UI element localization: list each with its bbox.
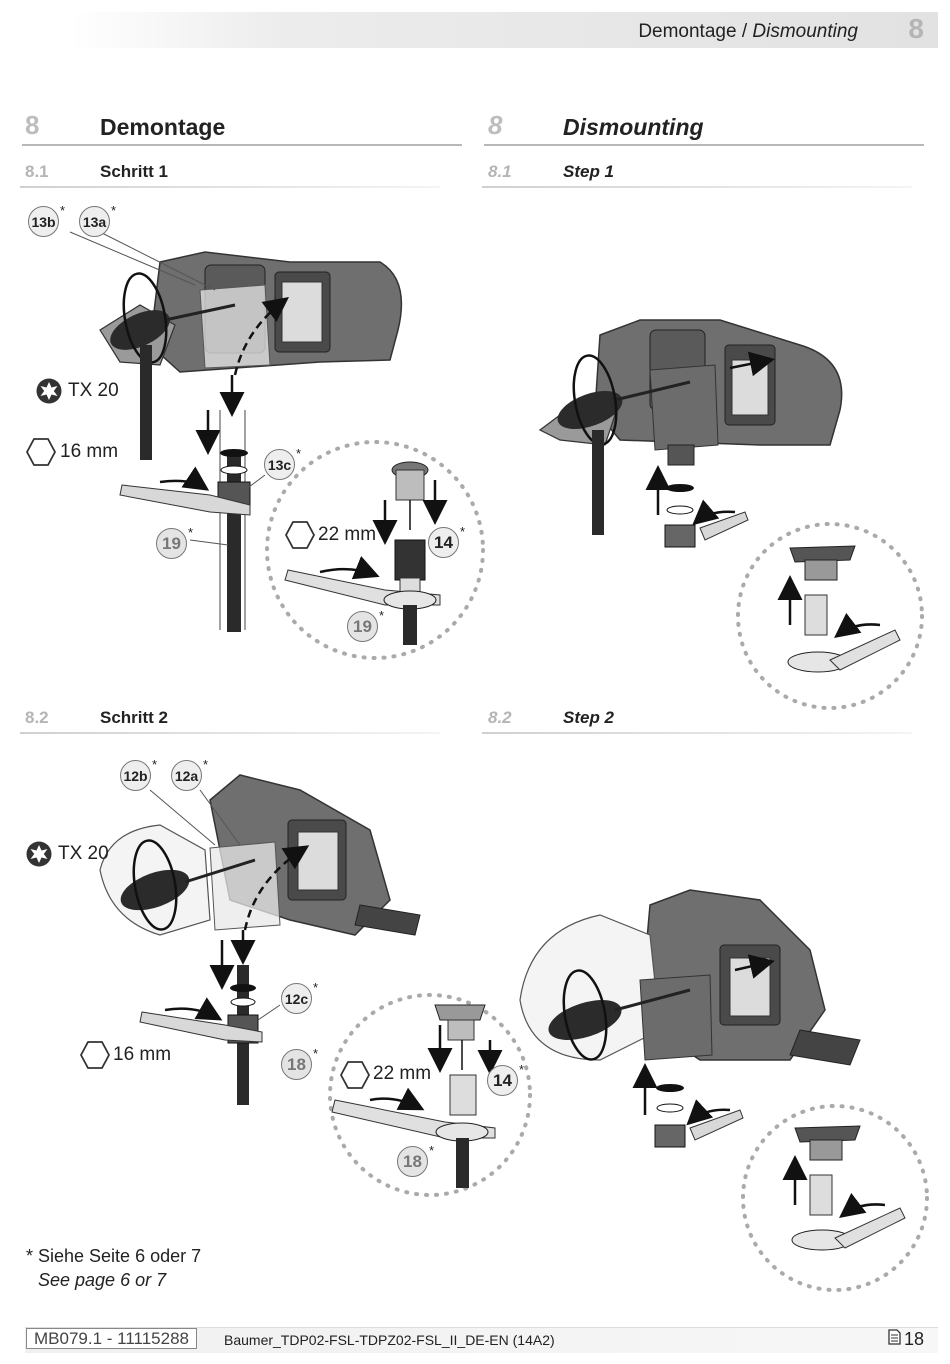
page-icon [888, 1329, 901, 1350]
hex-nut-icon [285, 521, 315, 549]
step2-rule-de [20, 732, 440, 734]
header-title: Demontage / Dismounting [638, 21, 858, 42]
torx-icon [26, 841, 52, 867]
footnote-de: * Siehe Seite 6 oder 7 [26, 1246, 202, 1266]
page-number: 18 [903, 1329, 924, 1349]
callout-asterisk: * [429, 1143, 435, 1158]
tool-label-22mm: 22 mm [318, 524, 377, 545]
torx-icon [36, 378, 62, 404]
step2-title-en: Step 2 [563, 708, 615, 727]
tool-label-tx20: TX 20 [68, 380, 119, 401]
callout-asterisk: * [296, 446, 302, 461]
callout-asterisk: * [519, 1062, 525, 1077]
step1-number-en: 8.1 [488, 162, 512, 181]
callout-12c: 12c [281, 983, 312, 1014]
step2-en-detail-circle [741, 1104, 929, 1292]
section-number-de: 8 [25, 110, 40, 140]
callout-19: 19 [156, 528, 187, 559]
step2-housing-illustration [99, 774, 421, 1105]
step2-en-housing-illustration [519, 889, 861, 1148]
section-title-de: Demontage [100, 114, 226, 140]
footnote-en: See page 6 or 7 [38, 1270, 167, 1290]
callout-18: 18 [281, 1049, 312, 1080]
step2-number-de: 8.2 [25, 708, 49, 727]
callout-asterisk: * [379, 608, 385, 623]
footer-document-code: MB079.1 - 11115288 [26, 1328, 198, 1349]
callout-13c: 13c [264, 449, 295, 480]
step2-title-de: Schritt 2 [100, 708, 169, 727]
step1-rule-en [482, 186, 912, 188]
tool-label-tx20: TX 20 [58, 843, 109, 864]
tool-label-16mm: 16 mm [113, 1044, 172, 1065]
step1-title-en: Step 1 [563, 162, 615, 181]
section-number-en: 8 [488, 110, 503, 140]
step1-title-de: Schritt 1 [100, 162, 169, 181]
step2-detail-circle [328, 993, 532, 1197]
step2-number-en: 8.2 [488, 708, 512, 727]
tool-label-16mm: 16 mm [60, 441, 119, 462]
callout-asterisk: * [188, 525, 194, 540]
hex-nut-icon [26, 438, 56, 466]
callout-13b: 13b [28, 206, 59, 237]
section-title-en: Dismounting [563, 114, 704, 140]
step1-housing-illustration [69, 231, 403, 632]
callout-asterisk: * [313, 980, 319, 995]
callout-asterisk: * [152, 757, 158, 772]
footer-document-name: Baumer_TDP02-FSL-TDPZ02-FSL_II_DE-EN (14… [224, 1332, 555, 1348]
step1-detail-circle [265, 440, 485, 660]
callout-asterisk: * [460, 524, 466, 539]
header-chapter-number: 8 [908, 13, 924, 44]
callout-12b: 12b [120, 760, 151, 791]
hex-nut-icon [80, 1041, 110, 1069]
section-rule-de [22, 144, 462, 146]
footer-page: 18 [888, 1329, 924, 1350]
step1-en-housing-illustration [538, 319, 843, 548]
callout-asterisk: * [111, 203, 117, 218]
callout-14: 14 [487, 1065, 518, 1096]
callout-19: 19 [347, 611, 378, 642]
section-rule-en [484, 144, 924, 146]
callout-12a: 12a [171, 760, 202, 791]
hex-nut-icon [340, 1061, 370, 1089]
callout-asterisk: * [203, 757, 209, 772]
step1-number-de: 8.1 [25, 162, 49, 181]
callout-asterisk: * [313, 1046, 319, 1061]
callout-14: 14 [428, 527, 459, 558]
callout-asterisk: * [60, 203, 66, 218]
callout-18: 18 [397, 1146, 428, 1177]
step1-en-detail-circle [736, 522, 924, 710]
tool-label-22mm: 22 mm [373, 1063, 432, 1084]
step1-rule-de [20, 186, 440, 188]
header-bar [70, 12, 938, 48]
step2-rule-en [482, 732, 912, 734]
callout-13a: 13a [79, 206, 110, 237]
